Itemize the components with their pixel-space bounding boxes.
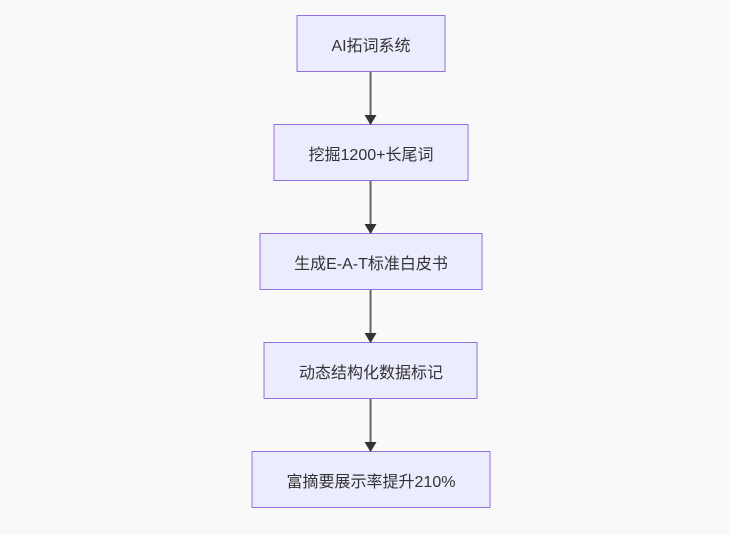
flowchart: AI拓词系统 挖掘1200+长尾词 生成E-A-T标准白皮书 动态结构化数据标记… [251, 15, 491, 508]
node-label: 动态结构化数据标记 [298, 364, 443, 382]
flowchart-node-eat-whitepaper: 生成E-A-T标准白皮书 [259, 233, 483, 290]
node-label: 生成E-A-T标准白皮书 [294, 255, 448, 273]
flowchart-node-ai-system: AI拓词系统 [296, 15, 446, 72]
node-label: 富摘要展示率提升210% [286, 473, 456, 491]
arrow-connector [365, 399, 377, 452]
flowchart-node-structured-data: 动态结构化数据标记 [263, 342, 478, 399]
flowchart-node-rich-snippet-rate: 富摘要展示率提升210% [251, 451, 491, 508]
node-label: 挖掘1200+长尾词 [308, 146, 434, 164]
node-label: AI拓词系统 [331, 37, 411, 55]
arrow-connector [365, 290, 377, 343]
arrowhead-icon [365, 333, 377, 343]
arrowhead-icon [365, 442, 377, 452]
arrow-connector [365, 181, 377, 234]
arrow-connector [365, 72, 377, 125]
flowchart-node-longtail-keywords: 挖掘1200+长尾词 [273, 124, 469, 181]
arrowhead-icon [365, 224, 377, 234]
arrowhead-icon [365, 115, 377, 125]
